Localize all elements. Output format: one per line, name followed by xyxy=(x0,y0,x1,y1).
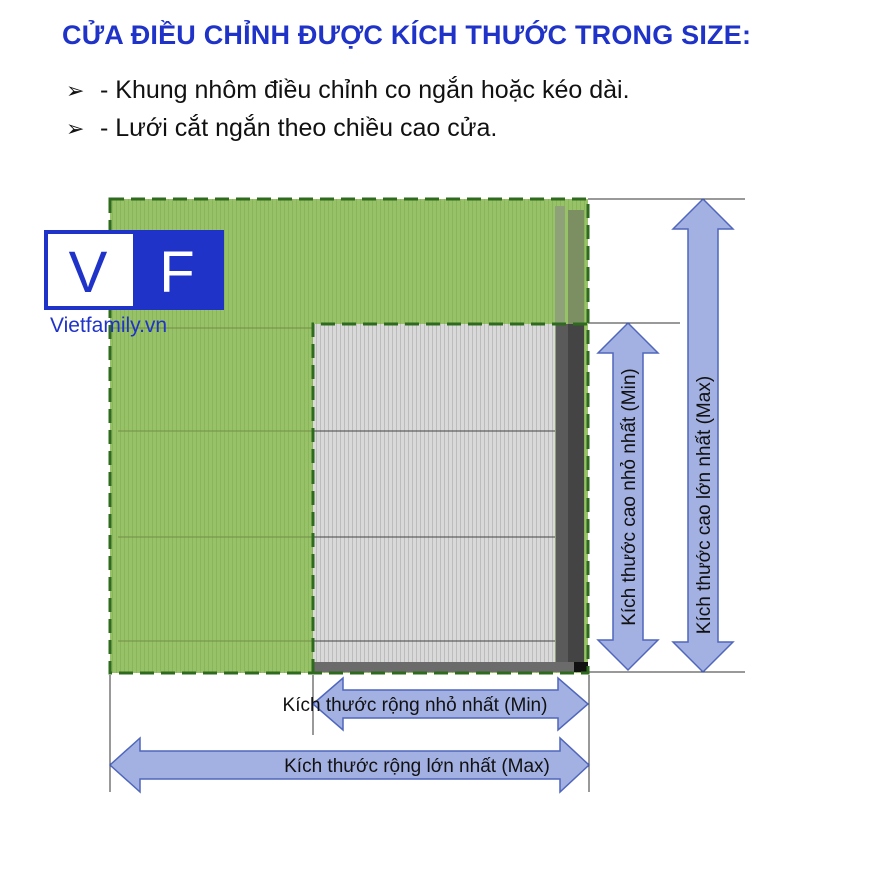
arrow-bullet-icon: ➢ xyxy=(66,78,85,103)
logo-letter-v: V xyxy=(69,240,108,305)
logo-text: Vietfamily.vn xyxy=(50,314,168,337)
height-max-label: Kích thước cao lớn nhất (Max) xyxy=(694,376,715,634)
height-min-arrow: Kích thước cao nhỏ nhất (Min) xyxy=(596,321,660,672)
max-dashed-border xyxy=(108,197,590,675)
bullet-frame-adjust: ➢ - Khung nhôm điều chỉnh co ngắn hoặc ké… xyxy=(66,76,630,105)
width-min-arrow: Kích thước rộng nhỏ nhất (Min) xyxy=(283,676,590,732)
bullet-mesh-cut: ➢ - Lưới cắt ngắn theo chiều cao cửa. xyxy=(66,114,497,143)
rail-lines xyxy=(110,327,313,642)
door-frame xyxy=(313,206,588,672)
arrow-bullet-icon: ➢ xyxy=(66,116,85,141)
height-min-label: Kích thước cao nhỏ nhất (Min) xyxy=(619,368,640,626)
width-max-label: Kích thước rộng lớn nhất (Max) xyxy=(284,756,550,777)
height-max-arrow: Kích thước cao lớn nhất (Max) xyxy=(671,197,735,674)
page-title: CỬA ĐIỀU CHỈNH ĐƯỢC KÍCH THƯỚC TRONG SIZ… xyxy=(62,20,752,50)
bullet-text: - Khung nhôm điều chỉnh co ngắn hoặc kéo… xyxy=(100,76,630,104)
logo-letter-f: F xyxy=(159,240,194,305)
min-dashed-border xyxy=(311,322,588,673)
width-min-label: Kích thước rộng nhỏ nhất (Min) xyxy=(283,695,548,716)
logo: V F xyxy=(44,230,224,310)
min-size-mesh xyxy=(313,324,556,664)
bullet-text: - Lưới cắt ngắn theo chiều cao cửa. xyxy=(100,114,498,142)
width-max-arrow: Kích thước rộng lớn nhất (Max) xyxy=(108,736,591,794)
extension-lines xyxy=(109,198,745,792)
